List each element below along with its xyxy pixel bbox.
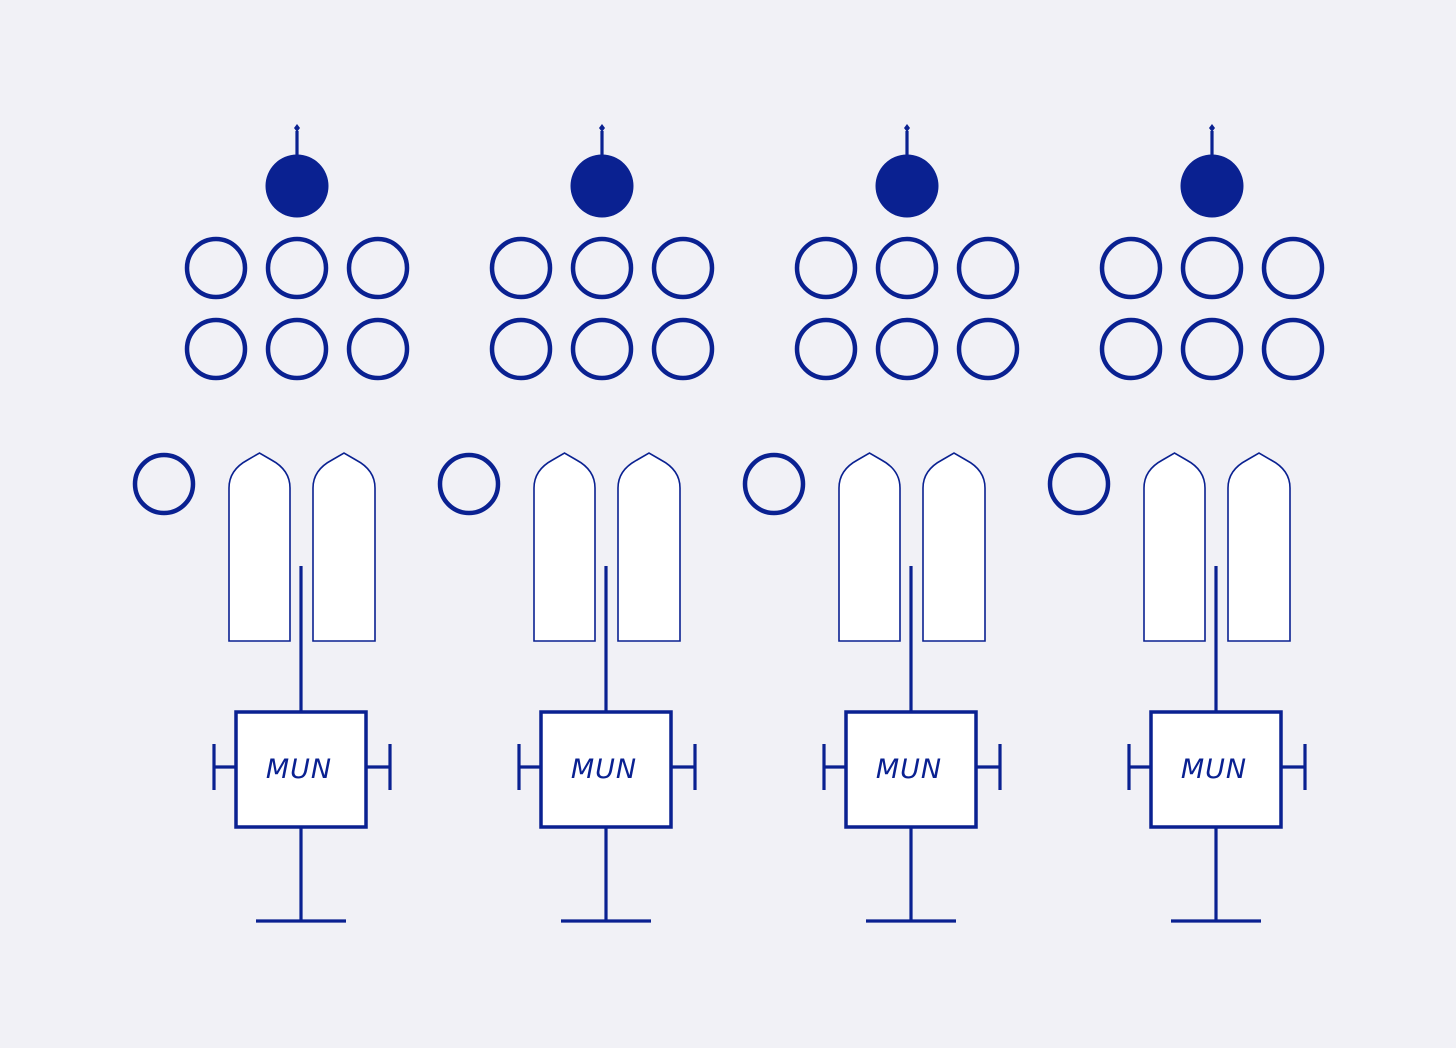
- unit-3: MUN: [742, 124, 1020, 923]
- ring-grid: [794, 236, 1020, 381]
- filled-circle-with-stem-icon: [265, 124, 329, 218]
- unit-2: MUN: [437, 124, 715, 923]
- open-circle-icon: [1180, 317, 1244, 381]
- open-circle-icon: [265, 317, 329, 381]
- filled-circle-with-stem-icon: [1180, 124, 1244, 218]
- marker-tip: [1209, 124, 1215, 132]
- marker-dot: [1180, 154, 1244, 218]
- open-circle-icon: [956, 317, 1020, 381]
- paddle-pair: [228, 452, 376, 642]
- paddle-right-icon: [312, 452, 376, 642]
- open-circle-icon: [437, 452, 501, 516]
- open-circle-icon: [346, 317, 410, 381]
- paddle-left-icon: [228, 452, 291, 642]
- open-circle-icon: [346, 236, 410, 300]
- box-label: MUN: [571, 754, 637, 785]
- labeled-box-icon: MUN: [212, 710, 392, 829]
- open-circle-icon: [956, 236, 1020, 300]
- open-circle-icon: [794, 236, 858, 300]
- paddle-right-icon: [922, 452, 986, 642]
- open-circle-icon: [570, 317, 634, 381]
- paddle-right-icon: [617, 452, 681, 642]
- ring-grid: [489, 236, 715, 381]
- paddle-pair: [1143, 452, 1291, 642]
- unit-box: [844, 710, 978, 829]
- marker-tip: [294, 124, 300, 132]
- open-circle-icon: [651, 317, 715, 381]
- open-circle-icon: [1261, 317, 1325, 381]
- unit-box: [1149, 710, 1283, 829]
- open-circle-icon: [875, 317, 939, 381]
- open-circle-icon: [489, 317, 553, 381]
- paddle-pair: [838, 452, 986, 642]
- filled-circle-with-stem-icon: [570, 124, 634, 218]
- open-circle-icon: [184, 236, 248, 300]
- paddle-left-icon: [838, 452, 901, 642]
- paddle-left-icon: [533, 452, 596, 642]
- units-layer: MUN MUN MUN MUN: [132, 124, 1325, 923]
- open-circle-icon: [570, 236, 634, 300]
- marker-tip: [904, 124, 910, 132]
- open-circle-icon: [184, 317, 248, 381]
- open-circle-icon: [1261, 236, 1325, 300]
- open-circle-icon: [489, 236, 553, 300]
- box-label: MUN: [876, 754, 942, 785]
- box-label: MUN: [266, 754, 332, 785]
- marker-tip: [599, 124, 605, 132]
- open-circle-icon: [1047, 452, 1111, 516]
- open-circle-icon: [875, 236, 939, 300]
- open-circle-icon: [132, 452, 196, 516]
- open-circle-icon: [742, 452, 806, 516]
- unit-1: MUN: [132, 124, 410, 923]
- open-circle-icon: [1099, 317, 1163, 381]
- paddle-left-icon: [1143, 452, 1206, 642]
- marker-dot: [875, 154, 939, 218]
- labeled-box-icon: MUN: [517, 710, 697, 829]
- filled-circle-with-stem-icon: [875, 124, 939, 218]
- ring-grid: [184, 236, 410, 381]
- ring-grid: [1099, 236, 1325, 381]
- open-circle-icon: [651, 236, 715, 300]
- box-label: MUN: [1181, 754, 1247, 785]
- open-circle-icon: [265, 236, 329, 300]
- open-circle-icon: [1099, 236, 1163, 300]
- open-circle-icon: [1180, 236, 1244, 300]
- marker-dot: [570, 154, 634, 218]
- unit-box: [539, 710, 673, 829]
- open-circle-icon: [794, 317, 858, 381]
- labeled-box-icon: MUN: [1127, 710, 1307, 829]
- marker-dot: [265, 154, 329, 218]
- unit-4: MUN: [1047, 124, 1325, 923]
- labeled-box-icon: MUN: [822, 710, 1002, 829]
- paddle-pair: [533, 452, 681, 642]
- paddle-right-icon: [1227, 452, 1291, 642]
